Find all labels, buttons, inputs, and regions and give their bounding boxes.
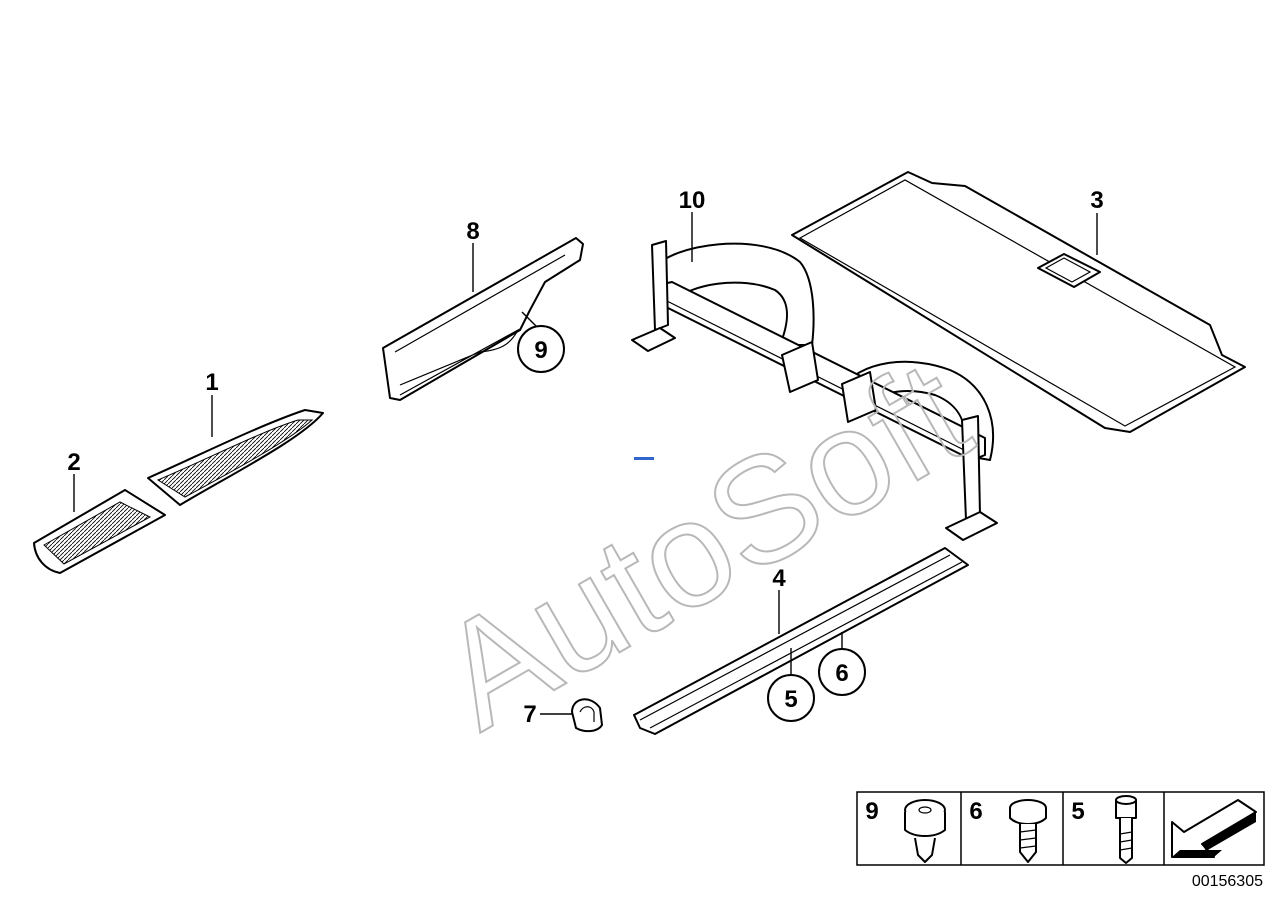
- part-7-cap: [571, 698, 603, 733]
- callout-6-circle: [818, 648, 866, 696]
- part-10-luggage-strap-bar: [631, 240, 998, 541]
- callout-labels: 1 2 3 8 10 4 7 9 5 6: [67, 187, 1103, 728]
- callout-9: 9: [534, 337, 547, 364]
- callout-5: 5: [784, 686, 797, 713]
- part-3-floor-panel: [791, 171, 1246, 433]
- callout-6: 6: [835, 660, 848, 687]
- part-2-trim-piece: [33, 489, 166, 574]
- callout-3: 3: [1090, 187, 1103, 214]
- callout-10: 10: [679, 187, 706, 214]
- callout-8: 8: [466, 218, 479, 245]
- arrow-down-left-icon: [1171, 799, 1257, 858]
- clip-fastener-icon: [904, 799, 946, 863]
- legend-number-5: 5: [1071, 798, 1084, 825]
- part-1-trim-strip: [147, 409, 324, 506]
- callout-7: 7: [523, 701, 536, 728]
- blue-mark: [634, 457, 654, 460]
- fastener-legend: 9 6 5: [856, 791, 1265, 866]
- callout-4: 4: [772, 565, 786, 592]
- legend-number-6: 6: [969, 798, 982, 825]
- callout-2: 2: [67, 449, 80, 476]
- hex-socket-bolt-icon: [1115, 795, 1137, 864]
- collar-screw-icon: [1009, 799, 1047, 863]
- callout-1: 1: [205, 369, 218, 396]
- part-8-side-trim: [382, 237, 584, 401]
- part-4-rail: [633, 547, 969, 735]
- callout-9-circle: [517, 325, 565, 373]
- callout-5-circle: [767, 674, 815, 722]
- diagram-number: 00156305: [1192, 873, 1263, 890]
- legend-number-9: 9: [865, 798, 878, 825]
